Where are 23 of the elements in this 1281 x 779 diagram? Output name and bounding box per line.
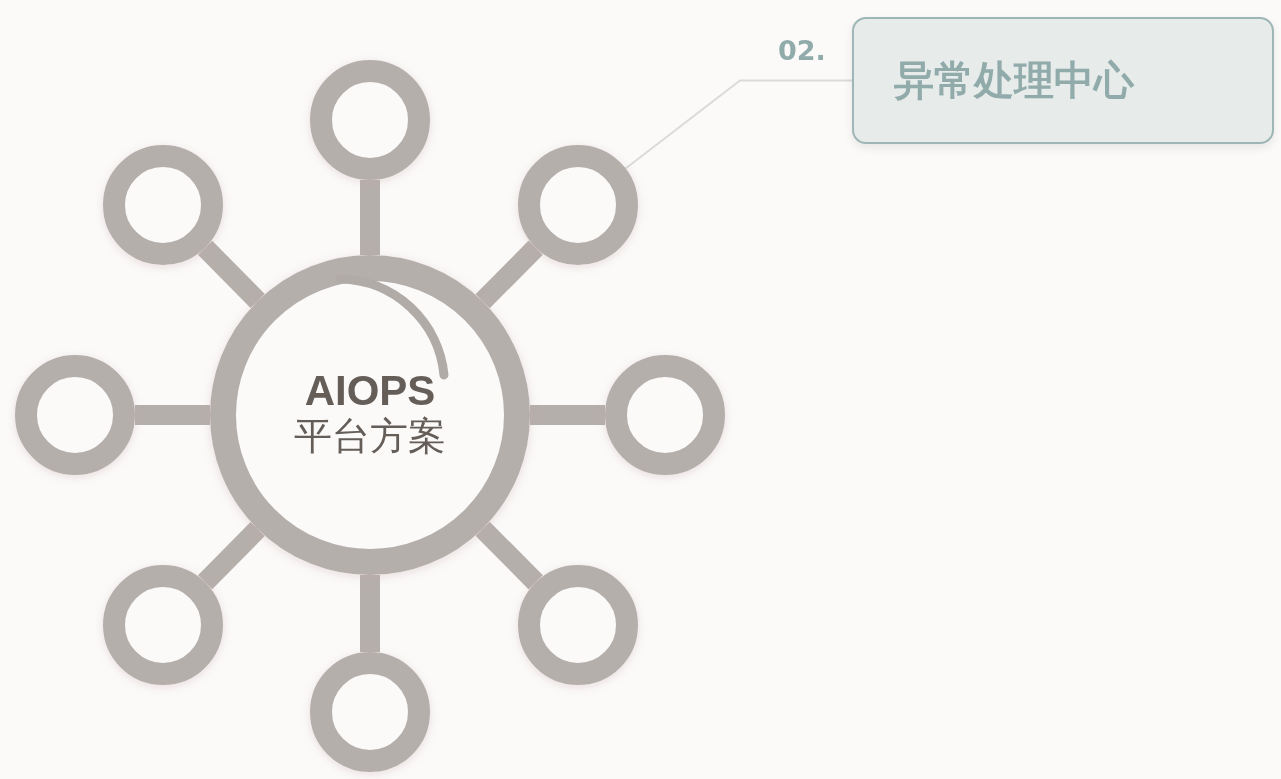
hub-circle [210,255,530,575]
title-box [852,17,1274,144]
ring-circle [518,565,638,685]
ring-circle [310,652,430,772]
connector-spoke [198,521,265,590]
box-title: 异常处理中心 [894,56,1134,105]
ring-circle [103,565,223,685]
ring-circle [518,145,638,265]
connector-spoke [135,405,210,425]
connector-spoke [360,180,380,255]
leader-line [624,79,853,170]
ring-circle [310,60,430,180]
connector-spoke [360,575,380,652]
connector-spoke [530,405,605,425]
hub-subtitle: 平台方案 [294,414,446,460]
ring-circle [605,355,725,475]
ring-circle [15,355,135,475]
hub-title: AIOPS [304,370,436,413]
connector-spoke [198,240,265,309]
section-number: 02. [778,35,826,66]
connector-spoke [475,521,543,590]
ring-circle [103,145,223,265]
connector-spoke [475,240,543,309]
